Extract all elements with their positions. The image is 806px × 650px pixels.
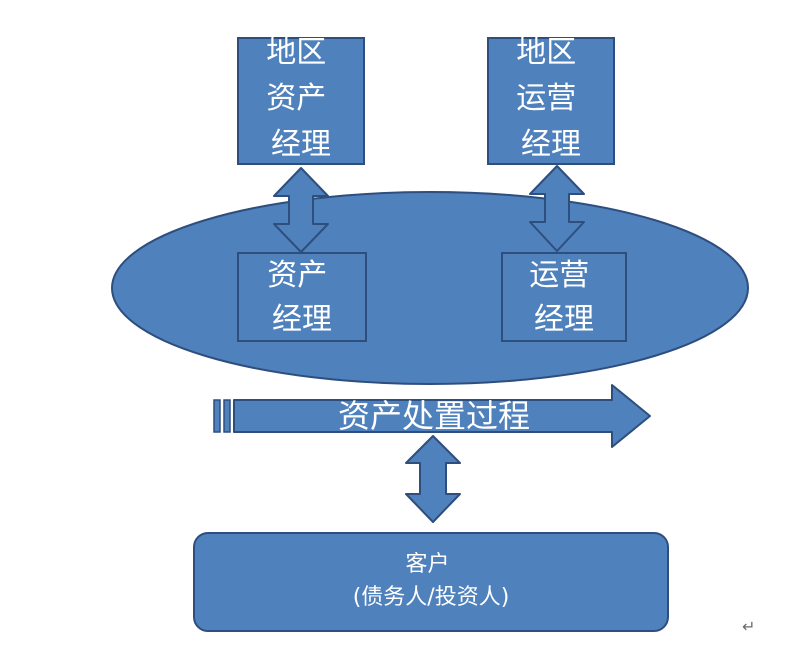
regional-asset-manager-line-1: 地区 bbox=[266, 35, 326, 70]
process-arrow-label: 资产处置过程 bbox=[338, 397, 530, 435]
regional-asset-manager-box bbox=[237, 37, 365, 165]
operations-manager-line-1: 运营 bbox=[529, 258, 589, 293]
process-arrow bbox=[233, 384, 651, 448]
process-ellipse bbox=[111, 191, 749, 385]
center-double-arrow bbox=[405, 435, 461, 523]
left-double-arrow bbox=[273, 167, 329, 253]
process-arrow-stripe-1 bbox=[213, 399, 221, 433]
regional-operations-manager-line-3: 经理 bbox=[521, 127, 581, 162]
regional-asset-manager-line-3: 经理 bbox=[271, 127, 331, 162]
right-double-arrow bbox=[529, 165, 585, 252]
process-arrow-stripe-2 bbox=[223, 399, 231, 433]
regional-operations-manager-line-1: 地区 bbox=[516, 35, 576, 70]
svg-text:地区 运营 经理: 地区 运营 经理 bbox=[516, 35, 586, 162]
regional-operations-manager-line-2: 运营 bbox=[516, 81, 576, 116]
svg-text:客户 (债务人/投资人): 客户 (债务人/投资人) bbox=[353, 552, 510, 610]
regional-asset-manager-line-2: 资产 bbox=[266, 81, 326, 116]
client-label-line-2: (债务人/投资人) bbox=[353, 585, 510, 610]
client-box bbox=[193, 532, 669, 632]
asset-manager-line-1: 资产 bbox=[267, 258, 327, 293]
client-label-line-1: 客户 bbox=[405, 552, 449, 577]
operations-manager-line-2: 经理 bbox=[534, 302, 594, 337]
asset-manager-box bbox=[237, 252, 367, 342]
asset-manager-line-2: 经理 bbox=[272, 302, 332, 337]
return-mark: ↵ bbox=[742, 617, 755, 636]
operations-manager-box bbox=[501, 252, 627, 342]
svg-text:资产 经理: 资产 经理 bbox=[267, 258, 337, 337]
regional-operations-manager-box bbox=[487, 37, 615, 165]
svg-text:地区 资产 经理: 地区 资产 经理 bbox=[266, 35, 336, 162]
svg-text:运营 经理: 运营 经理 bbox=[529, 258, 599, 337]
